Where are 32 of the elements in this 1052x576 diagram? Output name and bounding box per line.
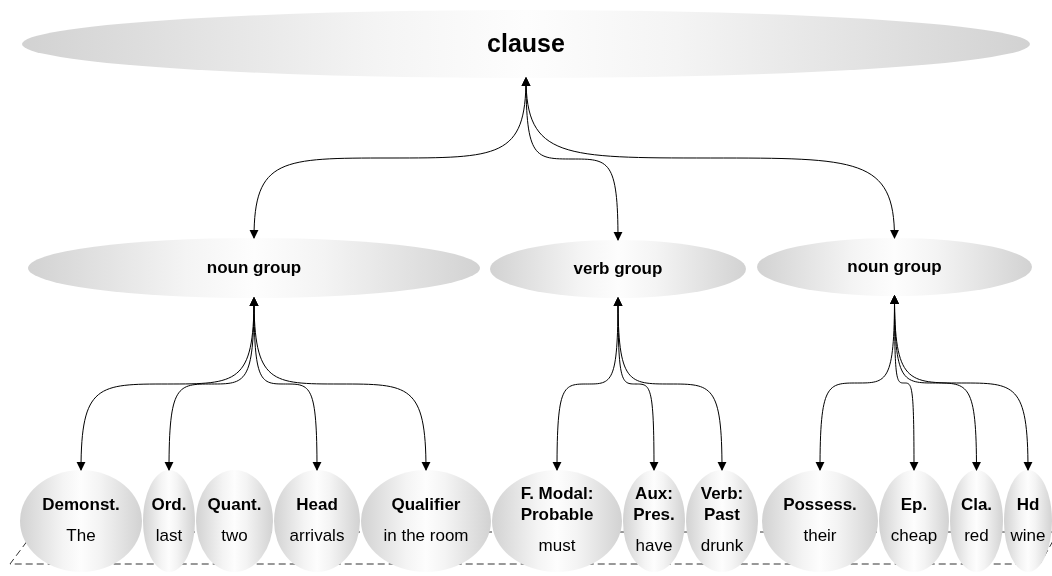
arrow: [613, 297, 727, 471]
function-label: Head: [296, 493, 338, 515]
word-label: in the room: [383, 524, 469, 547]
function-label: Aux: Pres.: [632, 483, 676, 526]
word-label: arrivals: [289, 524, 345, 547]
function-label: F. Modal: Probable: [519, 483, 595, 526]
function-label: Ord.: [151, 493, 187, 515]
word-label: red: [964, 524, 989, 547]
word-label: two: [221, 524, 248, 547]
word-label: their: [803, 524, 837, 547]
arrow: [890, 295, 1033, 471]
word-label: wine: [1010, 524, 1046, 547]
arrow: [249, 297, 431, 471]
function-label: Cla.: [960, 493, 993, 515]
word-label: cheap: [890, 524, 938, 547]
function-label: Ep.: [900, 493, 928, 515]
function-label: Verb: Past: [699, 483, 745, 526]
word-label: The: [66, 524, 96, 547]
word-label: have: [635, 535, 673, 558]
word-label: last: [155, 524, 183, 547]
function-label: Demonst.: [42, 493, 120, 515]
arrow: [521, 77, 899, 239]
word-label: drunk: [700, 535, 744, 558]
function-label: Qualifier: [391, 493, 461, 515]
function-label: Possess.: [783, 493, 857, 515]
function-label: Quant.: [207, 493, 262, 515]
group-label: verb group: [573, 258, 663, 281]
group-label: noun group: [206, 257, 302, 280]
group-label: clause: [487, 28, 565, 60]
word-label: must: [538, 535, 576, 558]
function-label: Hd: [1016, 493, 1040, 515]
group-label: noun group: [847, 256, 942, 279]
